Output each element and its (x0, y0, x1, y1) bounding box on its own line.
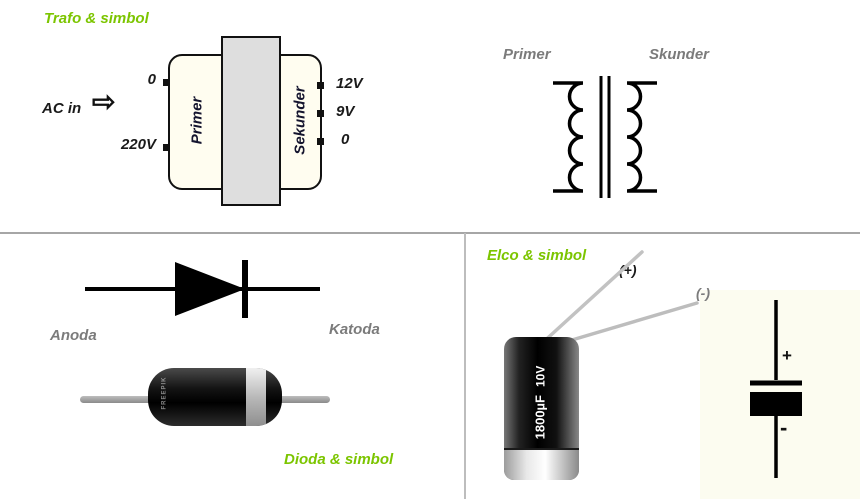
terminal-dot (163, 79, 170, 86)
tap-label-12v: 12V (336, 75, 363, 92)
transformer-symbol-icon (553, 76, 657, 198)
diode-body: FREEPIK (148, 368, 282, 426)
negative-lead-label: (-) (696, 285, 710, 301)
tap-label-0-left: 0 (147, 71, 156, 88)
polarized-capacitor-symbol-icon (750, 300, 802, 478)
horizontal-divider (0, 232, 860, 234)
right-arrow-icon: ⇨ (92, 86, 116, 117)
primary-winding-label: Primer (188, 96, 206, 145)
voltage-value: 10V (533, 365, 548, 387)
elco-title: Elco & simbol (487, 247, 587, 264)
watermark-text: FREEPIK (161, 376, 168, 410)
capacitor-lead-wires (538, 250, 699, 347)
tap-label-9v: 9V (336, 103, 355, 120)
terminal-dot (317, 138, 324, 145)
capacitance-value: 1800µF (532, 395, 548, 440)
positive-lead-label: (+) (619, 262, 637, 278)
terminal-dot (163, 144, 170, 151)
tap-label-220v: 220V (120, 136, 156, 153)
capacitor-bottom-rim (504, 448, 579, 480)
cathode-label: Katoda (329, 321, 380, 338)
trafo-title: Trafo & simbol (44, 10, 149, 27)
terminal-dot (317, 82, 324, 89)
dioda-title: Dioda & simbol (284, 451, 394, 468)
diode-symbol-icon (85, 260, 320, 318)
secondary-winding-label: Sekunder (291, 86, 309, 155)
capacitor-photo: 1800µF 10V (504, 337, 579, 480)
symbol-plus-sign: + (782, 346, 792, 365)
diode-photo: FREEPIK (80, 367, 330, 433)
capacitor-rating-label: 1800µF 10V (533, 343, 548, 463)
symbol-secondary-label: Skunder (649, 46, 710, 63)
tap-label-0-right: 0 (341, 131, 350, 148)
symbol-primary-label: Primer (503, 46, 551, 63)
transformer-core (221, 36, 281, 206)
vertical-divider (464, 233, 466, 499)
symbol-minus-sign: - (780, 415, 788, 440)
diode-cathode-band (246, 368, 266, 426)
ac-in-label: AC in (42, 100, 82, 117)
terminal-dot (317, 110, 324, 117)
anode-label: Anoda (50, 327, 97, 344)
